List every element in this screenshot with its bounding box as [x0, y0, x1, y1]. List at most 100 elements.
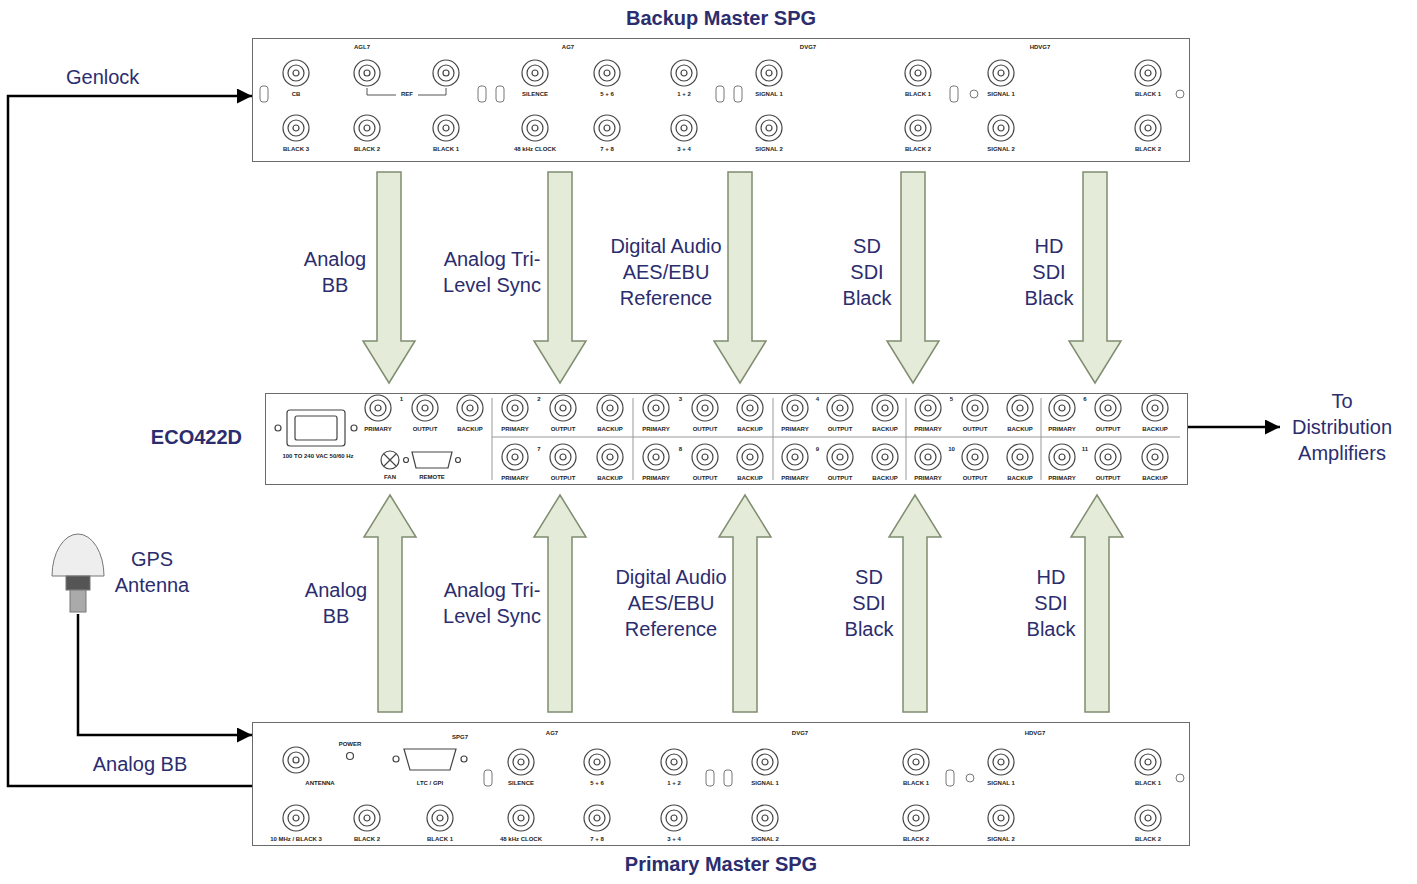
- connector-label: 48 kHz CLOCK: [514, 146, 556, 152]
- bnc-connector: [502, 444, 528, 470]
- bnc-connector: [742, 449, 758, 465]
- connector-label: BLACK 1: [427, 836, 453, 842]
- bnc-connector: [792, 405, 798, 411]
- bnc-connector: [288, 120, 304, 136]
- connector-label: OUTPUT: [828, 475, 853, 481]
- connector-label: SILENCE: [508, 780, 534, 786]
- bnc-connector: [1017, 405, 1023, 411]
- bnc-connector: [761, 120, 777, 136]
- connector-label: 7 + 8: [590, 836, 604, 842]
- panel-slot: [1176, 90, 1184, 98]
- bnc-connector: [643, 444, 669, 470]
- bnc-connector: [522, 115, 548, 141]
- power-led: [347, 753, 354, 760]
- bnc-connector: [742, 400, 758, 416]
- connector-label: 2: [537, 396, 540, 402]
- bnc-connector: [827, 395, 853, 421]
- bnc-connector: [910, 120, 926, 136]
- signal-label: Genlock: [66, 64, 139, 90]
- bnc-connector: [457, 395, 483, 421]
- bnc-connector: [681, 70, 687, 76]
- power-inlet: [275, 425, 281, 431]
- bnc-connector: [653, 405, 659, 411]
- bnc-connector: [532, 125, 538, 131]
- bnc-connector: [527, 65, 543, 81]
- bnc-connector: [502, 444, 528, 470]
- bnc-connector: [756, 115, 782, 141]
- connector-label: 3 + 4: [667, 836, 681, 842]
- bnc-connector: [915, 70, 921, 76]
- connector-label: AG7: [546, 730, 558, 736]
- bnc-connector: [697, 449, 713, 465]
- bnc-connector: [508, 749, 534, 775]
- bnc-connector: [827, 444, 853, 470]
- bnc-connector: [584, 805, 610, 831]
- connector-label: 4: [816, 396, 819, 402]
- bnc-connector: [594, 815, 600, 821]
- remote-connector: [412, 452, 452, 468]
- panel-slot: [484, 770, 492, 786]
- bnc-connector: [872, 444, 898, 470]
- connector-label: 7: [537, 446, 540, 452]
- bnc-connector: [920, 400, 936, 416]
- node-title: Backup Master SPG: [253, 5, 1189, 31]
- bnc-connector: [756, 60, 782, 86]
- connector-label: LTC / GPI: [417, 780, 444, 786]
- bnc-connector: [354, 805, 380, 831]
- bnc-connector: [920, 449, 936, 465]
- bnc-connector: [827, 395, 853, 421]
- bnc-connector: [832, 400, 848, 416]
- signal-label: Analog Tri-Level Sync: [442, 577, 542, 629]
- bnc-connector: [1140, 754, 1156, 770]
- node-title: To Distribution Amplifiers: [1280, 388, 1404, 466]
- bnc-connector: [555, 449, 571, 465]
- bnc-connector: [782, 395, 808, 421]
- group-divider: [492, 437, 1180, 438]
- bnc-connector: [988, 749, 1014, 775]
- bnc-connector: [502, 395, 528, 421]
- bnc-connector: [602, 449, 618, 465]
- bnc-connector: [766, 70, 772, 76]
- bnc-connector: [661, 805, 687, 831]
- connector-label: 3 + 4: [677, 146, 691, 152]
- bnc-connector: [518, 815, 524, 821]
- connector-label: AGL7: [354, 44, 370, 50]
- bnc-connector: [550, 395, 576, 421]
- bnc-connector: [599, 65, 615, 81]
- bnc-connector: [512, 405, 518, 411]
- bnc-connector: [604, 125, 610, 131]
- bnc-connector: [354, 115, 380, 141]
- bnc-connector: [1017, 454, 1023, 460]
- signal-arrow: [889, 495, 941, 712]
- bnc-connector: [1054, 449, 1070, 465]
- panel-slot: [706, 770, 714, 786]
- bnc-connector: [584, 749, 610, 775]
- bnc-connector: [1054, 400, 1070, 416]
- panel-slot: [724, 770, 732, 786]
- bnc-connector: [594, 115, 620, 141]
- bnc-connector: [518, 759, 524, 765]
- bnc-connector: [589, 754, 605, 770]
- bnc-connector: [1140, 65, 1156, 81]
- bnc-connector: [417, 400, 433, 416]
- connector-label: BACKUP: [597, 426, 623, 432]
- connector-label: DVG7: [792, 730, 808, 736]
- bnc-connector: [752, 805, 778, 831]
- bnc-connector: [1049, 395, 1075, 421]
- power-inlet: [287, 410, 345, 446]
- connector-label: BACKUP: [1007, 475, 1033, 481]
- connector-label: 100 TO 240 VAC 50/60 Hz: [282, 453, 353, 459]
- node-title: ECO422D: [151, 424, 242, 450]
- connector-label: PRIMARY: [914, 426, 941, 432]
- panel-slot: [950, 86, 958, 102]
- bnc-connector: [702, 454, 708, 460]
- bnc-connector: [762, 815, 768, 821]
- bnc-connector: [584, 749, 610, 775]
- connector-label: BLACK 2: [905, 146, 931, 152]
- bnc-connector: [967, 400, 983, 416]
- connector-label: OUTPUT: [828, 426, 853, 432]
- bnc-connector: [757, 754, 773, 770]
- connector-label: PRIMARY: [642, 475, 669, 481]
- bnc-connector: [752, 805, 778, 831]
- signal-line: [8, 96, 252, 786]
